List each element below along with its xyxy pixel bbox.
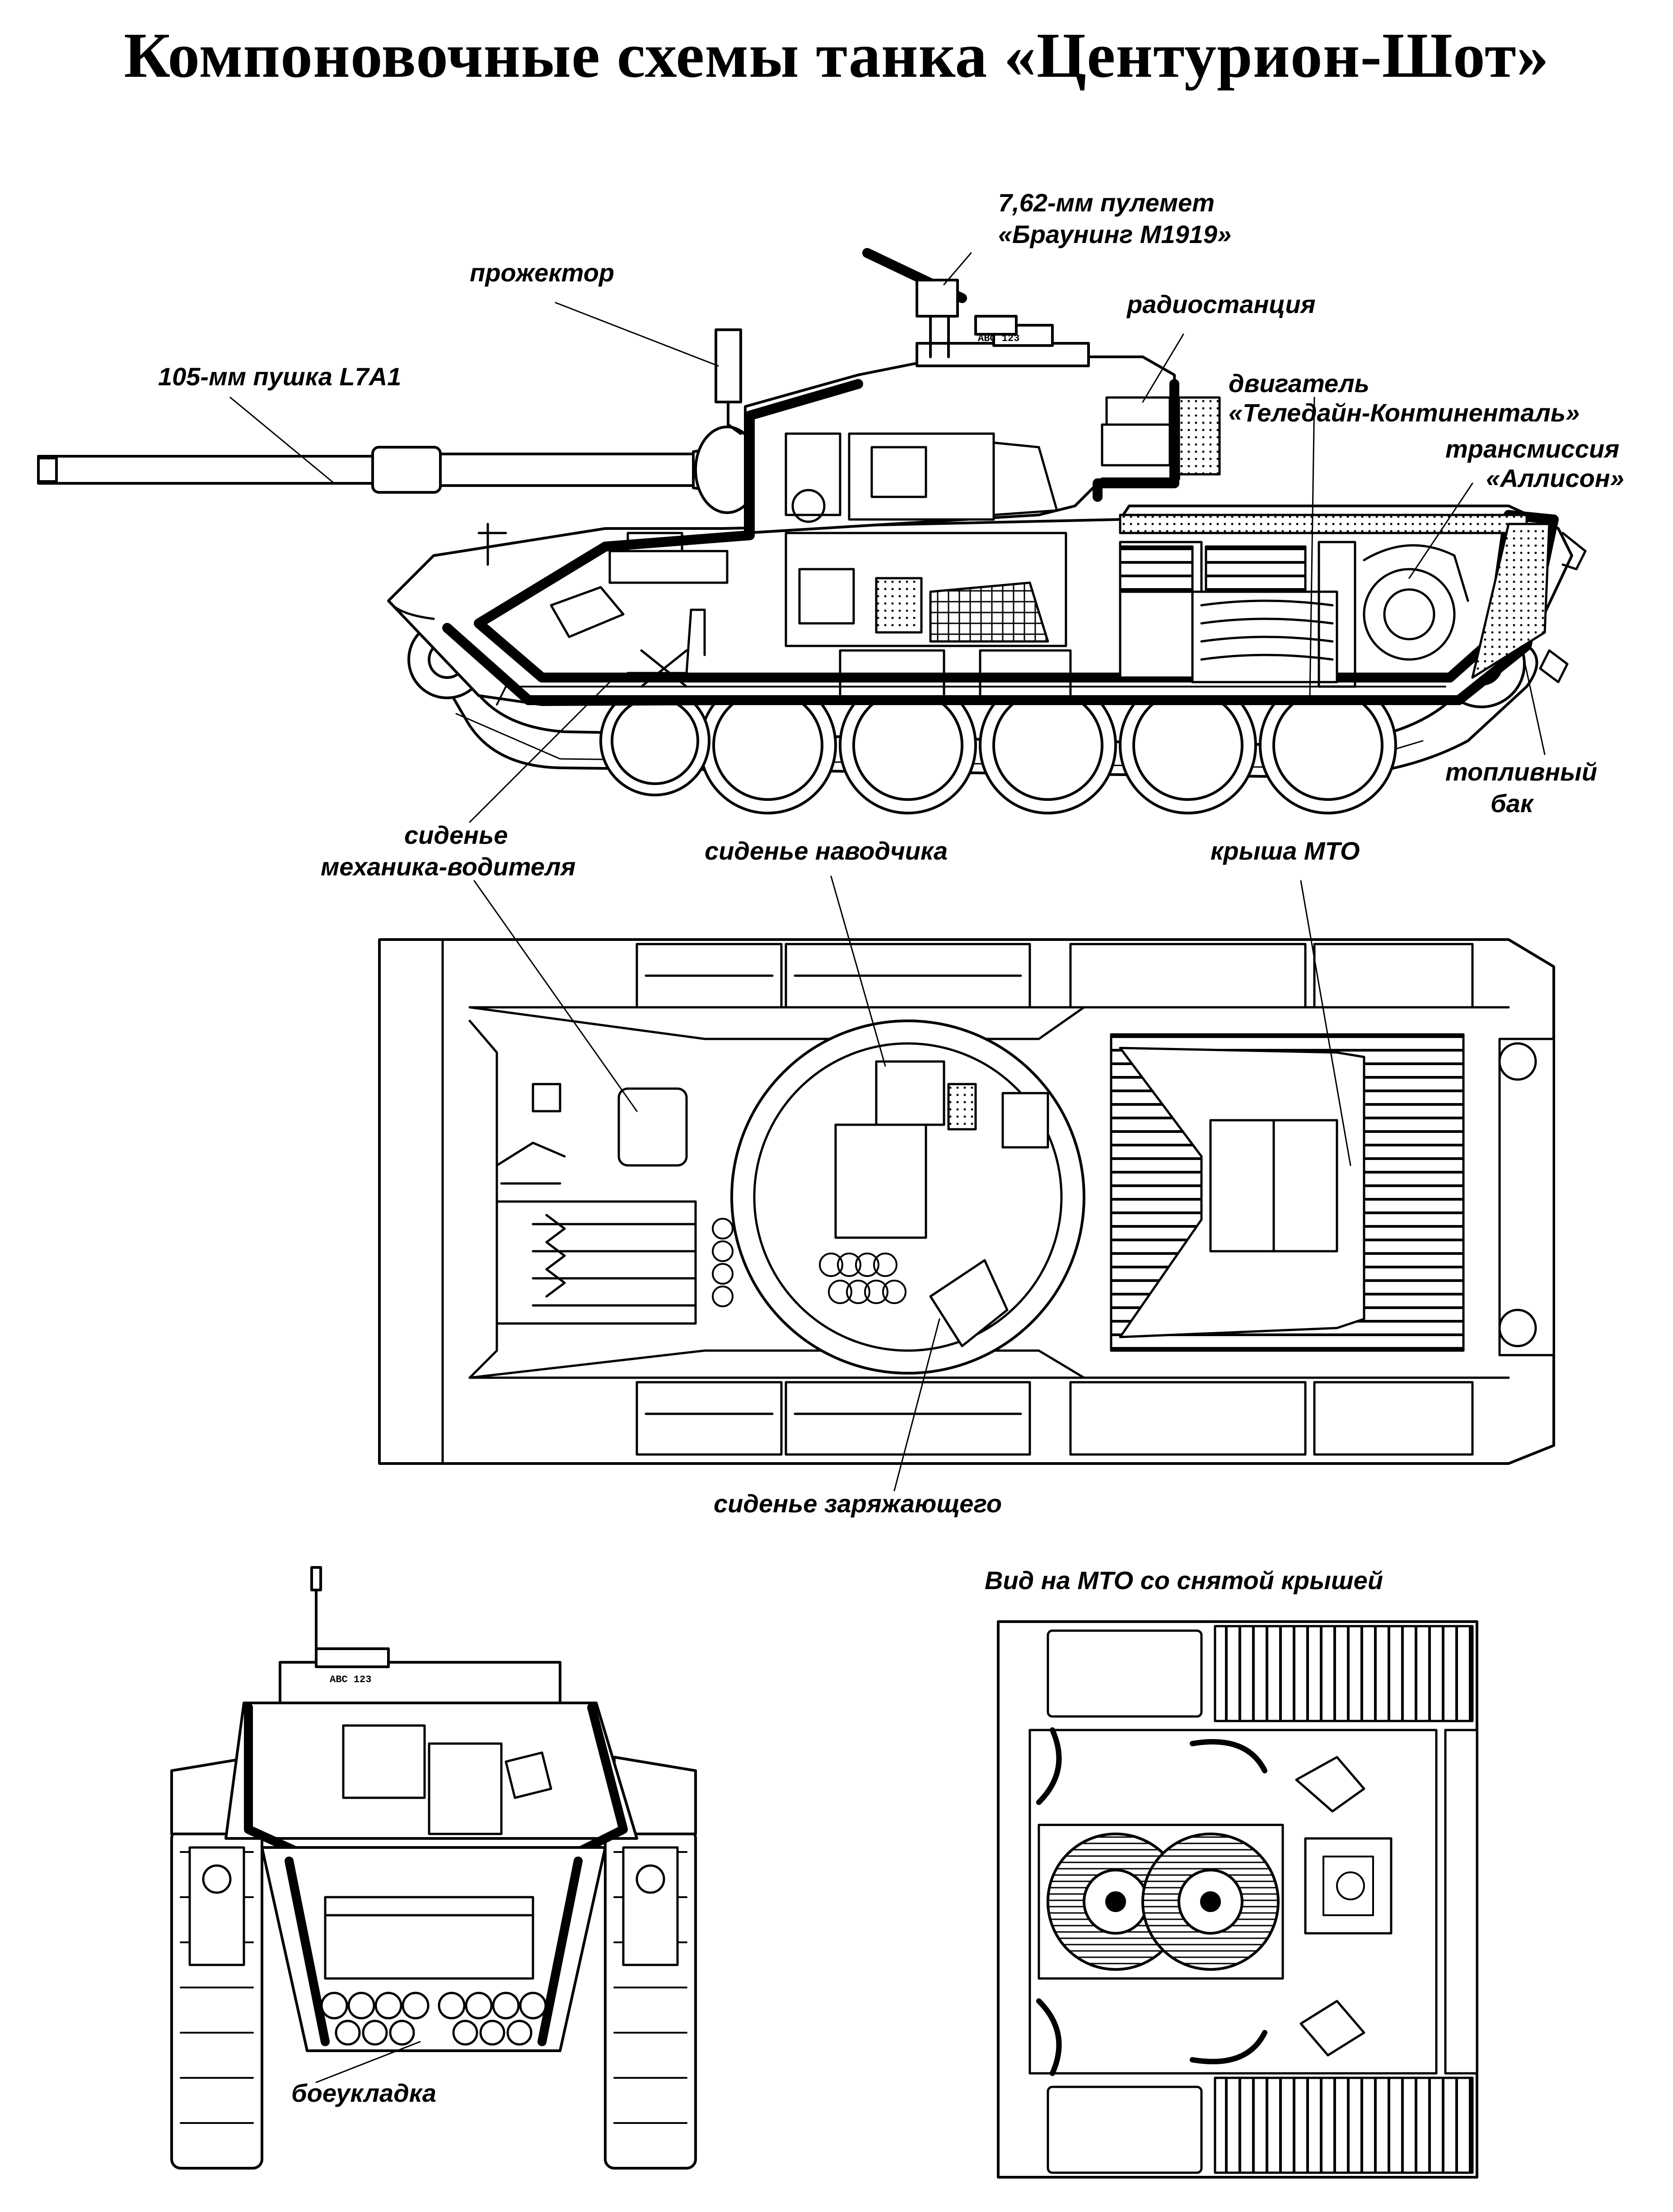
label-ammo-rack: боеукладка bbox=[291, 2079, 437, 2107]
label-gun: 105-мм пушка L7A1 bbox=[158, 362, 402, 391]
engine-bay-view bbox=[997, 1620, 1478, 2179]
engine-deck-top bbox=[1110, 1033, 1555, 1356]
page-title: Компоновочные схемы танка «Центурион-Шот… bbox=[124, 19, 1549, 91]
label-radio: радиостанция bbox=[1127, 290, 1316, 318]
top-view bbox=[378, 938, 1555, 1465]
label-driver-seat-line2: механика-водителя bbox=[321, 852, 576, 881]
cooling-fans bbox=[1037, 1824, 1284, 1980]
label-gunner-seat: сиденье наводчика bbox=[705, 837, 948, 865]
engine-compartment bbox=[1119, 514, 1551, 688]
turret-armor-section bbox=[745, 379, 863, 538]
label-driver-seat-line1: сиденье bbox=[404, 821, 508, 849]
front-view bbox=[170, 1566, 697, 2170]
leader-line-ammo bbox=[315, 2041, 421, 2083]
side-number-plate: ABC 123 bbox=[978, 333, 1020, 344]
label-engine-roof: крыша МТО bbox=[1210, 837, 1360, 865]
side-view bbox=[37, 248, 1587, 814]
gun-barrel bbox=[37, 426, 760, 514]
label-fuel-line2: бак bbox=[1491, 789, 1533, 818]
searchlight bbox=[715, 328, 742, 435]
label-transmission-line2: «Аллисон» bbox=[1486, 464, 1624, 492]
turret-ring-top bbox=[712, 1019, 1085, 1375]
label-machine-gun-line1: 7,62-мм пулемет bbox=[998, 188, 1215, 217]
ammo-rack bbox=[320, 1992, 547, 2046]
turret-interior bbox=[785, 396, 1221, 523]
driver-compartment bbox=[550, 532, 729, 688]
stowage-boxes bbox=[636, 943, 1474, 1456]
label-fuel-line1: топливный bbox=[1445, 758, 1598, 786]
leader-lines-top bbox=[473, 875, 1351, 1492]
road-wheels bbox=[599, 676, 1397, 814]
leader-lines-side bbox=[229, 252, 1546, 823]
driver-area-top bbox=[495, 1083, 697, 1325]
machine-gun bbox=[862, 248, 967, 358]
label-engine-line1: двигатель bbox=[1229, 369, 1369, 398]
label-searchlight: прожектор bbox=[470, 258, 615, 287]
label-engine-bay-view: Вид на МТО со снятой крышей bbox=[985, 1566, 1383, 1595]
label-transmission-line1: трансмиссия bbox=[1445, 435, 1620, 463]
fighting-compartment bbox=[785, 532, 1072, 701]
label-engine-line2: «Теледайн-Континенталь» bbox=[1229, 398, 1580, 427]
front-number-plate: ABC 123 bbox=[330, 1674, 372, 1685]
label-loader-seat: сиденье заряжающего bbox=[714, 1489, 1002, 1518]
label-machine-gun-line2: «Браунинг М1919» bbox=[998, 220, 1232, 248]
